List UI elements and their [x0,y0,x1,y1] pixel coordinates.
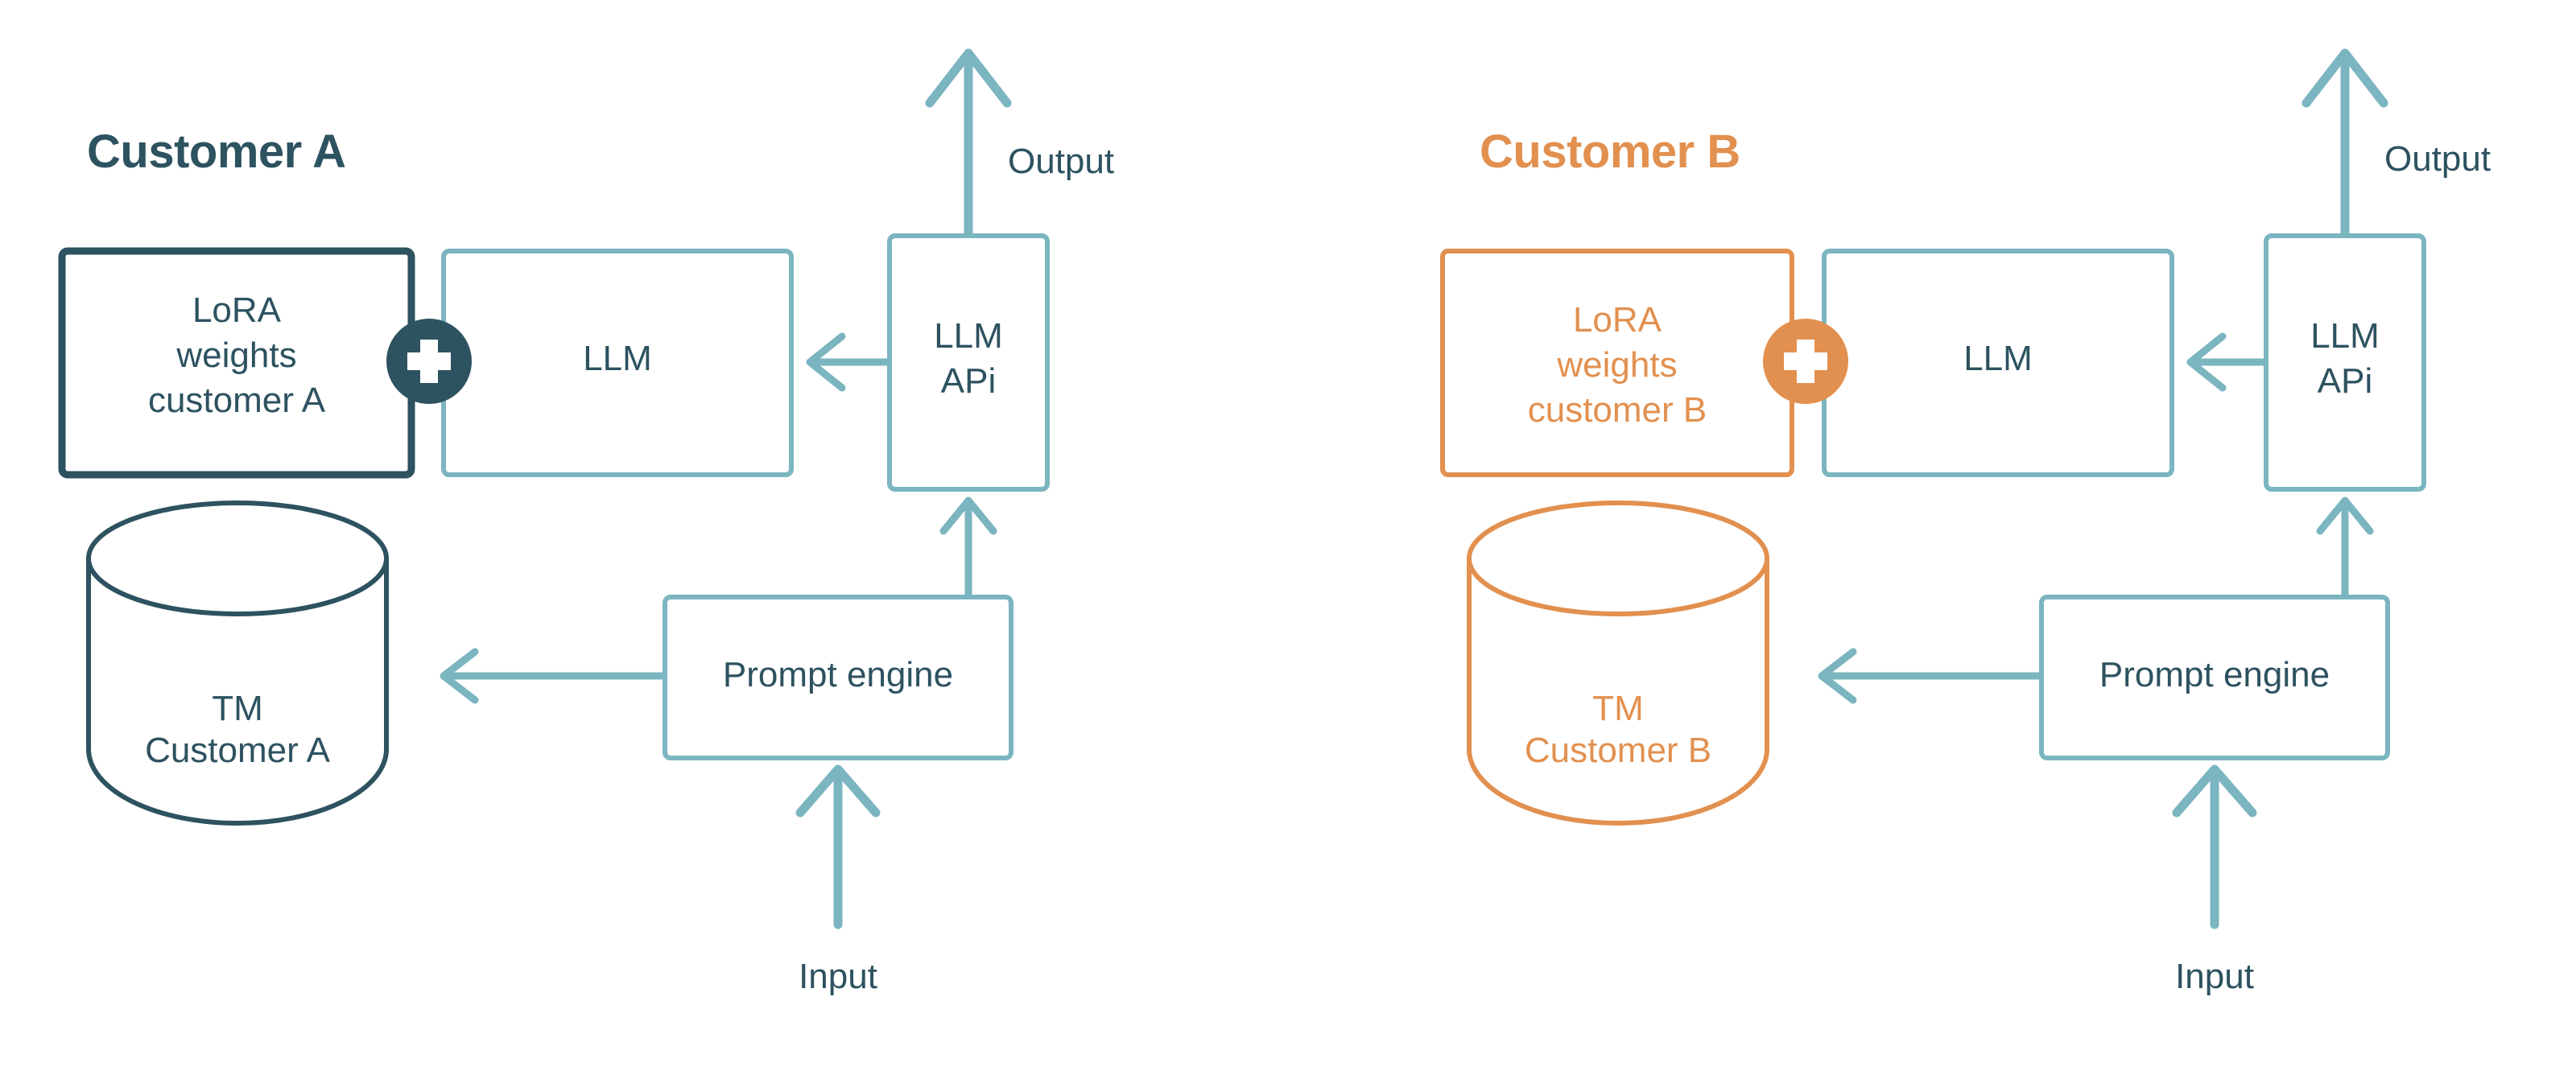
arrow-llmapi-to-llm-b [2186,332,2268,392]
arrow-prompt-to-datastore-a [440,648,667,704]
datastore-cylinder-a[interactable] [86,500,389,826]
datastore-cylinder-b[interactable] [1467,500,1769,826]
panel-title-customer-a: Customer A [87,126,346,178]
llm-api-label-line1-b: LLM [2310,316,2380,356]
output-label-a: Output [1008,142,1114,181]
output-arrow-a [925,48,1012,241]
lora-weights-label-line2: weights [175,336,296,375]
panel-customer-b: Customer B Output LoRA weights customer … [1440,48,2491,996]
arrow-prompt-to-llmapi-b [2316,496,2374,601]
llm-api-label-line2: APi [941,361,996,401]
lora-weights-label-line3: customer A [148,381,326,420]
datastore-label-line2-a: Customer A [145,731,331,770]
panel-customer-a: Customer A Output LoRA weights customer … [58,48,1114,996]
llm-api-label-line2-b: APi [2318,361,2372,401]
plus-badge-b[interactable] [1763,319,1848,404]
arrow-llmapi-to-llm-a [806,332,891,392]
output-label-b: Output [2384,139,2491,179]
arrow-prompt-to-llmapi-a [939,496,997,601]
datastore-label-line2-b: Customer B [1525,731,1711,770]
output-arrow-b [2301,48,2388,241]
datastore-label-line1-a: TM [212,689,263,728]
arrow-prompt-to-datastore-b [1818,648,2043,704]
prompt-engine-label-a: Prompt engine [723,655,953,694]
datastore-label-line1-b: TM [1592,689,1644,728]
input-label-a: Input [799,957,877,996]
lora-weights-label-line2-b: weights [1556,345,1677,385]
lora-weights-label-line1: LoRA [192,290,282,330]
lora-weights-label-line1-b: LoRA [1573,300,1662,340]
llm-label-b: LLM [1963,339,2033,378]
llm-label-a: LLM [583,339,652,378]
panel-title-customer-b: Customer B [1480,126,1740,178]
plus-badge-a[interactable] [386,319,472,404]
input-arrow-a [795,764,881,929]
input-arrow-b [2172,764,2257,929]
input-label-b: Input [2175,957,2254,996]
llm-api-label-line1: LLM [934,316,1003,356]
lora-weights-label-line3-b: customer B [1528,390,1707,430]
prompt-engine-label-b: Prompt engine [2099,655,2330,694]
